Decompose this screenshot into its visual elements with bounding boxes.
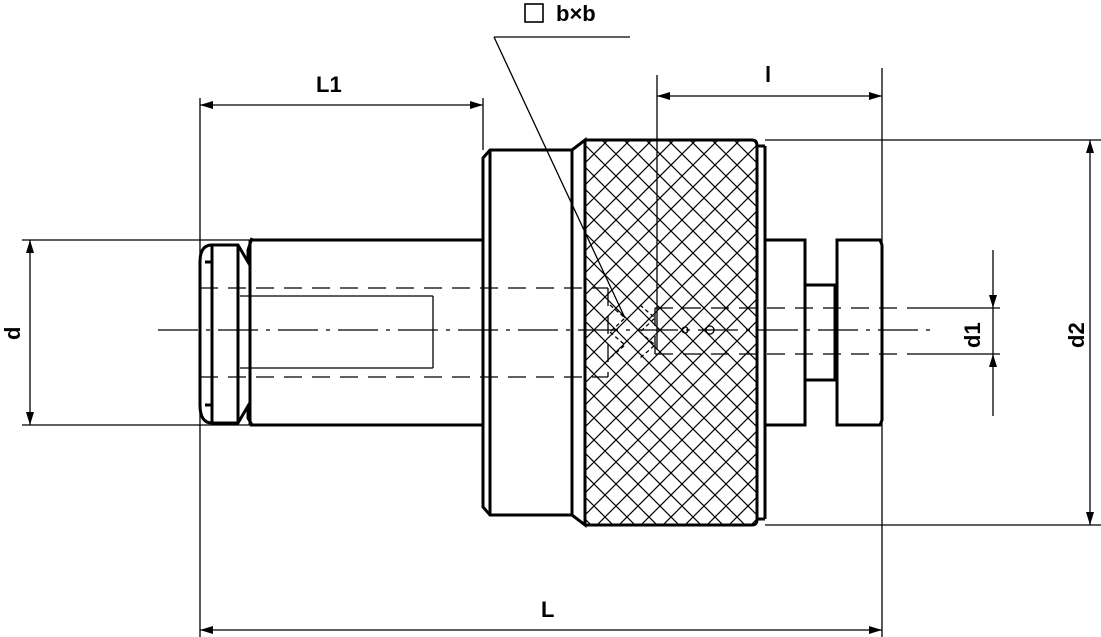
dimension-lines [26, 92, 1094, 634]
output-end [763, 238, 884, 427]
label-L1: L1 [316, 72, 342, 97]
hidden-lines [200, 287, 920, 378]
shank-left [198, 237, 483, 427]
collar-body [481, 136, 587, 529]
label-l: l [765, 62, 771, 87]
knurled-sleeve [585, 138, 767, 527]
label-d1: d1 [960, 322, 985, 348]
label-d: d [0, 327, 25, 340]
label-d2: d2 [1064, 322, 1089, 348]
square-leader [493, 3, 630, 319]
extension-lines [22, 68, 1101, 637]
square-symbol-icon [524, 3, 544, 23]
label-L: L [541, 597, 554, 622]
label-square-size: b×b [556, 1, 596, 26]
